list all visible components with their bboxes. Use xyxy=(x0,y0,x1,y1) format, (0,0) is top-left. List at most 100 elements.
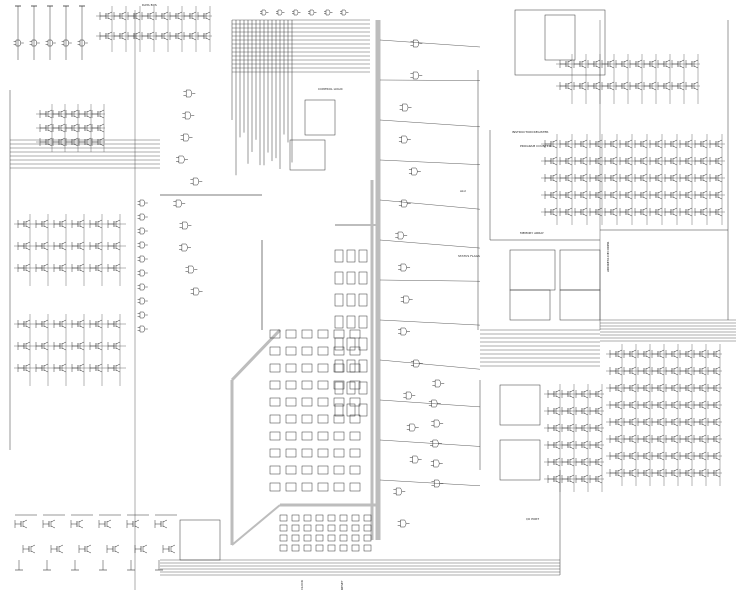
cell-wire xyxy=(702,162,708,166)
logic-cell xyxy=(339,534,348,542)
cell-wire xyxy=(115,325,121,329)
logic-cell xyxy=(285,380,297,390)
cell-wire xyxy=(672,156,678,160)
cell-wire xyxy=(61,219,67,223)
cell-wire xyxy=(627,207,633,211)
cell-wire xyxy=(701,372,707,376)
cell-wire xyxy=(645,457,651,461)
cell-wire xyxy=(97,263,103,267)
cell-wire xyxy=(612,196,618,200)
cell-wire xyxy=(163,31,169,35)
cell-wire xyxy=(97,219,103,223)
cell-wire xyxy=(612,213,618,217)
logic-cell xyxy=(269,346,281,356)
logic-cell xyxy=(339,544,348,552)
cell-wire xyxy=(631,468,637,472)
cell-wire xyxy=(569,440,575,444)
cell-wire xyxy=(43,325,49,329)
flip-flop-block xyxy=(179,519,221,561)
cell-wire xyxy=(651,81,657,85)
cell-wire xyxy=(582,156,588,160)
cell-wire xyxy=(665,59,671,63)
cell-wire xyxy=(25,263,31,267)
cell-wire xyxy=(693,65,699,69)
logic-cell xyxy=(301,397,313,407)
cell-wire xyxy=(595,65,601,69)
cell-wire xyxy=(659,349,665,353)
annotation-0: INSTRUCTION REGISTER xyxy=(512,130,549,134)
cell-wire xyxy=(717,179,723,183)
cell-wire xyxy=(609,87,615,91)
cell-wire xyxy=(552,156,558,160)
logic-cell xyxy=(334,249,344,263)
logic-cell xyxy=(334,359,344,373)
cell-wire xyxy=(205,17,211,21)
cell-wire xyxy=(673,383,679,387)
logic-cell xyxy=(291,534,300,542)
logic-gate xyxy=(401,135,408,144)
cell-wire xyxy=(631,349,637,353)
cell-wire xyxy=(135,31,141,35)
cell-wire xyxy=(555,406,561,410)
cell-wire xyxy=(583,423,589,427)
routing-wire xyxy=(379,479,481,486)
cell-wire xyxy=(597,213,603,217)
logic-cell xyxy=(333,397,345,407)
cell-wire xyxy=(672,173,678,177)
routing-wire xyxy=(379,239,481,249)
cell-wire xyxy=(627,179,633,183)
cell-wire xyxy=(552,145,558,149)
cell-wire xyxy=(50,525,56,529)
cell-wire xyxy=(657,190,663,194)
cell-wire xyxy=(642,162,648,166)
cell-wire xyxy=(597,156,603,160)
cell-wire xyxy=(687,162,693,166)
cell-wire xyxy=(115,269,121,273)
cell-wire xyxy=(583,446,589,450)
logic-cell xyxy=(269,397,281,407)
cell-wire xyxy=(702,145,708,149)
cell-wire xyxy=(106,525,112,529)
cell-wire xyxy=(58,550,64,554)
cell-wire xyxy=(597,474,603,478)
logic-cell xyxy=(339,514,348,522)
cell-wire xyxy=(701,474,707,478)
buffer-gate xyxy=(79,39,86,47)
cell-wire xyxy=(687,423,693,427)
cell-wire xyxy=(582,196,588,200)
logic-cell xyxy=(291,524,300,532)
cell-wire xyxy=(47,115,53,119)
logic-cell xyxy=(269,380,281,390)
logic-cell xyxy=(285,329,297,339)
cell-wire xyxy=(149,11,155,15)
cell-wire xyxy=(99,143,105,147)
cell-wire xyxy=(717,190,723,194)
logic-cell xyxy=(351,534,360,542)
logic-cell xyxy=(301,346,313,356)
cell-wire xyxy=(631,457,637,461)
cell-wire xyxy=(642,156,648,160)
cell-wire xyxy=(115,319,121,323)
cell-wire xyxy=(702,139,708,143)
cell-wire xyxy=(642,179,648,183)
logic-cell xyxy=(349,448,361,458)
cell-wire xyxy=(567,81,573,85)
logic-cell xyxy=(363,534,372,542)
cell-wire xyxy=(121,17,127,21)
cell-wire xyxy=(25,269,31,273)
logic-gate xyxy=(412,455,419,464)
cell-wire xyxy=(631,406,637,410)
cell-wire xyxy=(645,389,651,393)
cell-wire xyxy=(567,162,573,166)
cell-wire xyxy=(645,451,651,455)
cell-wire xyxy=(687,190,693,194)
cell-wire xyxy=(582,162,588,166)
cell-wire xyxy=(631,423,637,427)
cell-wire xyxy=(701,417,707,421)
cell-wire xyxy=(597,412,603,416)
cell-wire xyxy=(642,207,648,211)
cell-wire xyxy=(672,179,678,183)
logic-gate xyxy=(175,199,182,208)
cell-wire xyxy=(673,406,679,410)
